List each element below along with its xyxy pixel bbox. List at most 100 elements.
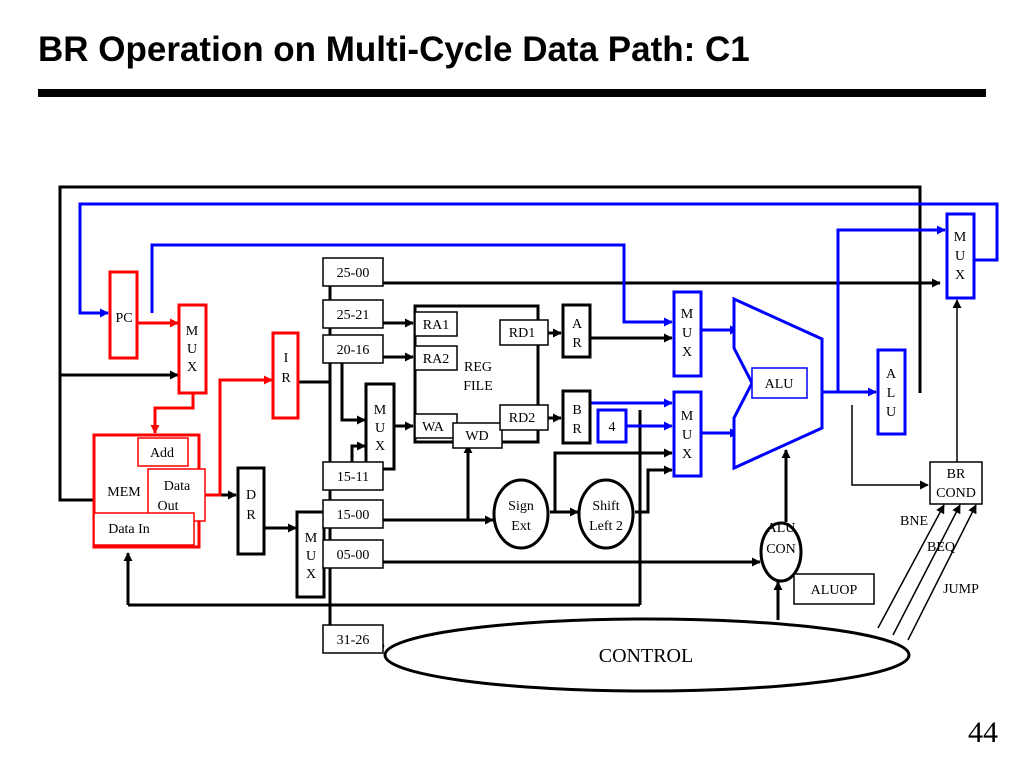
mux-alu-b [672, 390, 703, 478]
data-out-label-2: Out [158, 499, 179, 514]
slide-number: 44 [968, 716, 998, 749]
reg-file-label-1: REG [464, 360, 492, 375]
control-label: CONTROL [599, 645, 693, 667]
mux-pc-label-1: M [186, 324, 199, 339]
rd2-label: RD2 [509, 411, 535, 426]
a-reg-label-1: A [572, 317, 583, 332]
bit-field-label-15-11: 15-11 [337, 470, 369, 485]
alu-out-register [876, 348, 907, 436]
ir-label-1: I [284, 351, 289, 366]
data-in-label: Data In [108, 522, 150, 537]
ra2-label: RA2 [423, 352, 449, 367]
active-pc-wires [137, 318, 273, 497]
mux-pc-label-3: X [187, 360, 197, 375]
br-cond-label-2: COND [936, 486, 976, 501]
slide-title: BR Operation on Multi-Cycle Data Path: C… [38, 30, 750, 69]
ir-label-2: R [281, 371, 291, 386]
bit-field-label-25-00: 25-00 [337, 266, 370, 281]
alu-con-label-2: CON [766, 542, 796, 557]
data-in-box [93, 512, 195, 546]
bit-field-15-00 [322, 499, 384, 529]
bit-field-31-26 [322, 624, 384, 654]
mux-write-data [295, 510, 326, 599]
alu-con-label-1: ALU [767, 521, 796, 536]
mux-alu-a-label-1: M [681, 307, 694, 322]
mux-wa-label-2: U [375, 421, 385, 436]
mux-alu-b-label-1: M [681, 409, 694, 424]
shift-left-label-2: Left 2 [589, 519, 623, 534]
bit-field-25-00 [322, 257, 384, 287]
bit-field-label-25-21: 25-21 [337, 308, 370, 323]
a-register [561, 303, 592, 359]
signal-jump-label: JUMP [943, 582, 979, 597]
mux-alu-a-label-3: X [682, 345, 692, 360]
shift-left-2 [577, 478, 635, 550]
b-reg-label-1: B [572, 403, 581, 418]
alu-out-label-3: U [886, 405, 896, 420]
mux-pc-src-label-3: X [955, 268, 965, 283]
mem-label: MEM [107, 485, 141, 500]
rd2-box [499, 404, 549, 431]
sign-ext-label-2: Ext [511, 519, 531, 534]
alu-control [759, 521, 803, 583]
bit-field-label-20-16: 20-16 [337, 343, 370, 358]
dr-label-2: R [246, 508, 256, 523]
mux-pc-src-label-1: M [954, 230, 967, 245]
active-branch-wires [78, 202, 999, 438]
mux-alu-a-label-2: U [682, 326, 692, 341]
data-register [236, 466, 266, 556]
rd1-label: RD1 [509, 326, 535, 341]
bit-field-label-31-26: 31-26 [337, 633, 370, 648]
add-label: Add [150, 446, 174, 461]
signal-bne-label: BNE [900, 514, 928, 529]
bit-field-15-11 [322, 461, 384, 491]
mux-alu-b-label-3: X [682, 447, 692, 462]
control-unit [383, 617, 911, 693]
aluop-box [793, 573, 875, 605]
br-cond-box [929, 461, 983, 505]
mux-pc-select [177, 303, 208, 395]
add-box [137, 437, 189, 467]
pc-register [108, 270, 139, 360]
shift-left-label-1: Shift [592, 499, 619, 514]
bit-field-05-00 [322, 539, 384, 569]
sign-ext-label-1: Sign [508, 499, 534, 514]
rd1-box [499, 319, 549, 346]
alu-label: ALU [765, 377, 794, 392]
title-rule [38, 89, 986, 97]
alu-out-label-1: A [886, 367, 897, 382]
mux-wa-label-3: X [375, 439, 385, 454]
wa-label: WA [422, 420, 445, 435]
pc-label: PC [115, 311, 132, 326]
sign-extend [492, 478, 550, 550]
instruction-register [271, 331, 300, 420]
mux-pc-source [945, 212, 976, 300]
reg-file-label-2: FILE [463, 379, 493, 394]
b-reg-label-2: R [572, 422, 582, 437]
a-reg-label-2: R [572, 336, 582, 351]
wd-label: WD [465, 429, 488, 444]
mux-pc-label-2: U [187, 342, 197, 357]
data-out-label-1: Data [164, 479, 191, 494]
ra1-box [414, 311, 458, 337]
bit-field-label-05-00: 05-00 [337, 548, 370, 563]
b-register [561, 389, 592, 445]
wd-box [452, 422, 503, 449]
mux-wa-label-1: M [374, 403, 387, 418]
bit-field-label-15-00: 15-00 [337, 508, 370, 523]
signal-beq-label: BEQ [927, 540, 955, 555]
mux-wd-label-3: X [306, 567, 316, 582]
ra2-box [414, 345, 458, 371]
mux-alu-a [672, 290, 703, 378]
mux-wd-label-2: U [306, 549, 316, 564]
constant-four-label: 4 [609, 420, 616, 435]
bit-field-20-16 [322, 334, 384, 364]
dr-label-1: D [246, 488, 256, 503]
mux-pc-src-label-2: U [955, 249, 965, 264]
br-cond-label-1: BR [947, 467, 966, 482]
alu-out-label-2: L [887, 386, 896, 401]
mux-alu-b-label-2: U [682, 428, 692, 443]
mux-wd-label-1: M [305, 531, 318, 546]
alu-label-box [751, 367, 808, 399]
mux-write-address [364, 382, 396, 471]
